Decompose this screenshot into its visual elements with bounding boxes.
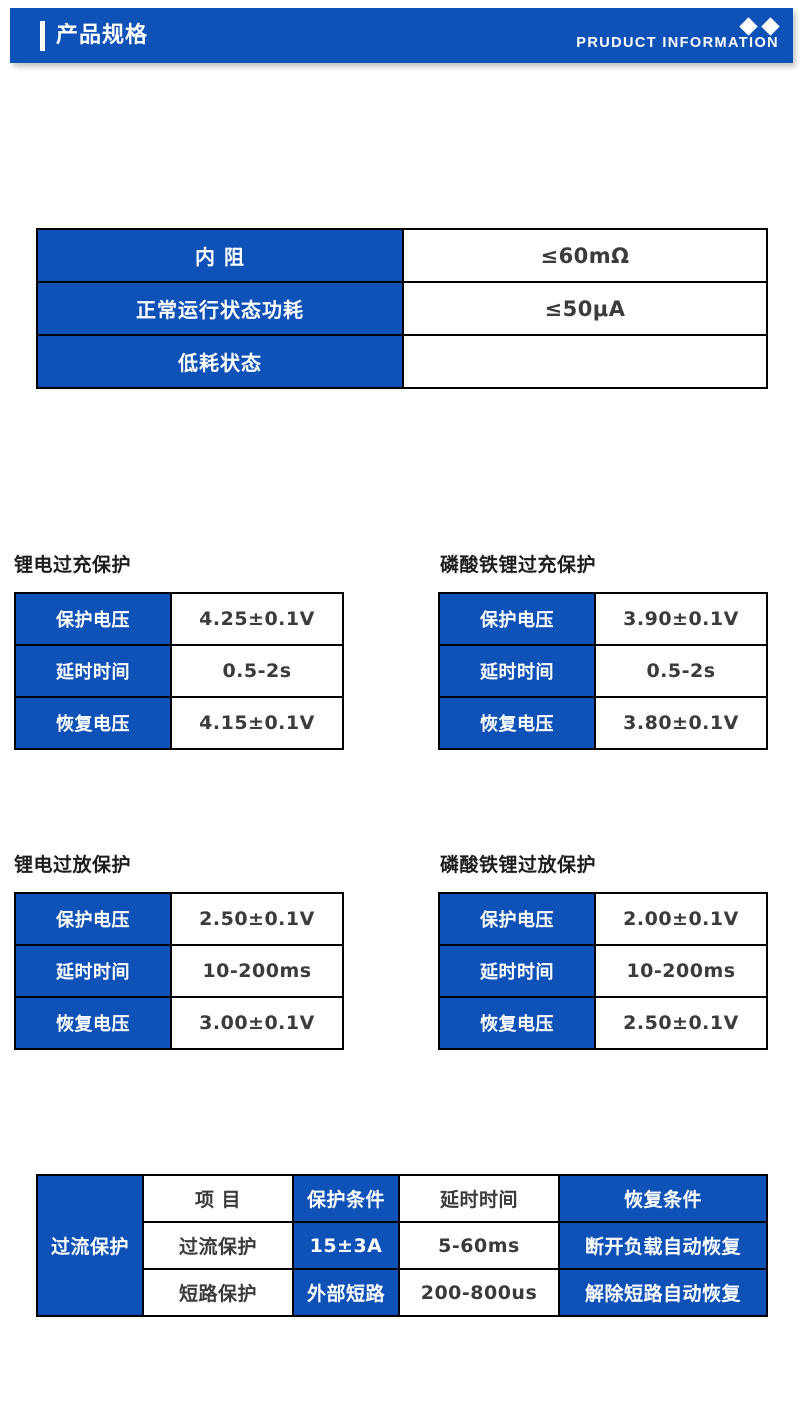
table-row: 延时时间 0.5-2s <box>14 644 344 698</box>
cell-delay: 200-800us <box>398 1268 560 1317</box>
page-title: 产品规格 <box>56 22 149 48</box>
spec-value: ≤50μA <box>402 281 768 336</box>
table-row: 内 阻 ≤60mΩ <box>36 228 768 283</box>
group-title-li-overdischarge: 锂电过放保护 <box>14 854 132 876</box>
header-subtitle: PRUDUCT INFORMATION <box>576 35 779 52</box>
row-value: 3.00±0.1V <box>170 996 344 1050</box>
row-label: 恢复电压 <box>438 696 596 750</box>
row-value: 10-200ms <box>594 944 768 998</box>
row-label: 保护电压 <box>438 892 596 946</box>
diamond-icon <box>739 17 758 36</box>
table-row: 保护电压 3.90±0.1V <box>438 592 768 646</box>
table-row: 恢复电压 2.50±0.1V <box>438 996 768 1050</box>
row-value: 3.80±0.1V <box>594 696 768 750</box>
column-header-item: 项 目 <box>142 1174 294 1223</box>
diamond-icon <box>761 17 780 36</box>
cell-item: 短路保护 <box>142 1268 294 1317</box>
page-header: 产品规格 PRUDUCT INFORMATION <box>10 8 793 63</box>
row-label: 恢复电压 <box>14 996 172 1050</box>
column-header-recovery: 恢复条件 <box>558 1174 768 1223</box>
cell-condition: 外部短路 <box>292 1268 400 1317</box>
table-li-overcharge: 保护电压 4.25±0.1V 延时时间 0.5-2s 恢复电压 4.15±0.1… <box>14 592 344 750</box>
table-row: 保护电压 2.00±0.1V <box>438 892 768 946</box>
column-header-condition: 保护条件 <box>292 1174 400 1223</box>
table-row: 保护电压 2.50±0.1V <box>14 892 344 946</box>
row-value: 2.00±0.1V <box>594 892 768 946</box>
table-row: 恢复电压 4.15±0.1V <box>14 696 344 750</box>
row-label: 保护电压 <box>14 592 172 646</box>
row-value: 0.5-2s <box>170 644 344 698</box>
diamond-decoration-group <box>739 17 780 36</box>
row-value: 4.25±0.1V <box>170 592 344 646</box>
overcurrent-table: 过流保护 项 目 保护条件 延时时间 恢复条件 过流保护 15±3A 5-60m… <box>36 1174 768 1317</box>
spec-value <box>402 334 768 389</box>
table-row: 延时时间 10-200ms <box>438 944 768 998</box>
table-row: 恢复电压 3.00±0.1V <box>14 996 344 1050</box>
row-label: 恢复电压 <box>438 996 596 1050</box>
table-row: 低耗状态 <box>36 334 768 389</box>
cell-recovery: 解除短路自动恢复 <box>558 1268 768 1317</box>
table-row: 短路保护 外部短路 200-800us 解除短路自动恢复 <box>37 1268 768 1317</box>
table-lfp-overcharge: 保护电压 3.90±0.1V 延时时间 0.5-2s 恢复电压 3.80±0.1… <box>438 592 768 750</box>
cell-recovery: 断开负载自动恢复 <box>558 1221 768 1270</box>
table-row: 过流保护 15±3A 5-60ms 断开负载自动恢复 <box>37 1221 768 1270</box>
cell-delay: 5-60ms <box>398 1221 560 1270</box>
row-value: 3.90±0.1V <box>594 592 768 646</box>
header-title-group: 产品规格 <box>40 19 148 53</box>
row-label: 保护电压 <box>438 592 596 646</box>
header-subtitle-group: PRUDUCT INFORMATION <box>576 17 780 52</box>
row-value: 2.50±0.1V <box>594 996 768 1050</box>
spec-label: 内 阻 <box>36 228 404 283</box>
row-label: 延时时间 <box>14 644 172 698</box>
cell-item: 过流保护 <box>142 1221 294 1270</box>
row-value: 0.5-2s <box>594 644 768 698</box>
row-label: 延时时间 <box>438 944 596 998</box>
overcurrent-row-header: 过流保护 <box>36 1174 144 1317</box>
cell-condition: 15±3A <box>292 1221 400 1270</box>
spec-value: ≤60mΩ <box>402 228 768 283</box>
row-label: 延时时间 <box>14 944 172 998</box>
row-value: 4.15±0.1V <box>170 696 344 750</box>
table-row: 保护电压 4.25±0.1V <box>14 592 344 646</box>
table-li-overdischarge: 保护电压 2.50±0.1V 延时时间 10-200ms 恢复电压 3.00±0… <box>14 892 344 1050</box>
row-value: 10-200ms <box>170 944 344 998</box>
spec-label: 低耗状态 <box>36 334 404 389</box>
group-title-lfp-overdischarge: 磷酸铁锂过放保护 <box>440 854 597 876</box>
spec-table: 内 阻 ≤60mΩ 正常运行状态功耗 ≤50μA 低耗状态 <box>36 228 768 389</box>
table-row: 正常运行状态功耗 ≤50μA <box>36 281 768 336</box>
row-label: 恢复电压 <box>14 696 172 750</box>
table-lfp-overdischarge: 保护电压 2.00±0.1V 延时时间 10-200ms 恢复电压 2.50±0… <box>438 892 768 1050</box>
table-row: 恢复电压 3.80±0.1V <box>438 696 768 750</box>
table-row: 延时时间 0.5-2s <box>438 644 768 698</box>
title-accent-bar <box>40 20 45 51</box>
spec-label: 正常运行状态功耗 <box>36 281 404 336</box>
table-row: 过流保护 项 目 保护条件 延时时间 恢复条件 <box>36 1174 768 1317</box>
group-title-lfp-overcharge: 磷酸铁锂过充保护 <box>440 554 597 576</box>
group-title-li-overcharge: 锂电过充保护 <box>14 554 132 576</box>
row-value: 2.50±0.1V <box>170 892 344 946</box>
table-row: 延时时间 10-200ms <box>14 944 344 998</box>
row-label: 保护电压 <box>14 892 172 946</box>
column-header-delay: 延时时间 <box>398 1174 560 1223</box>
row-label: 延时时间 <box>438 644 596 698</box>
